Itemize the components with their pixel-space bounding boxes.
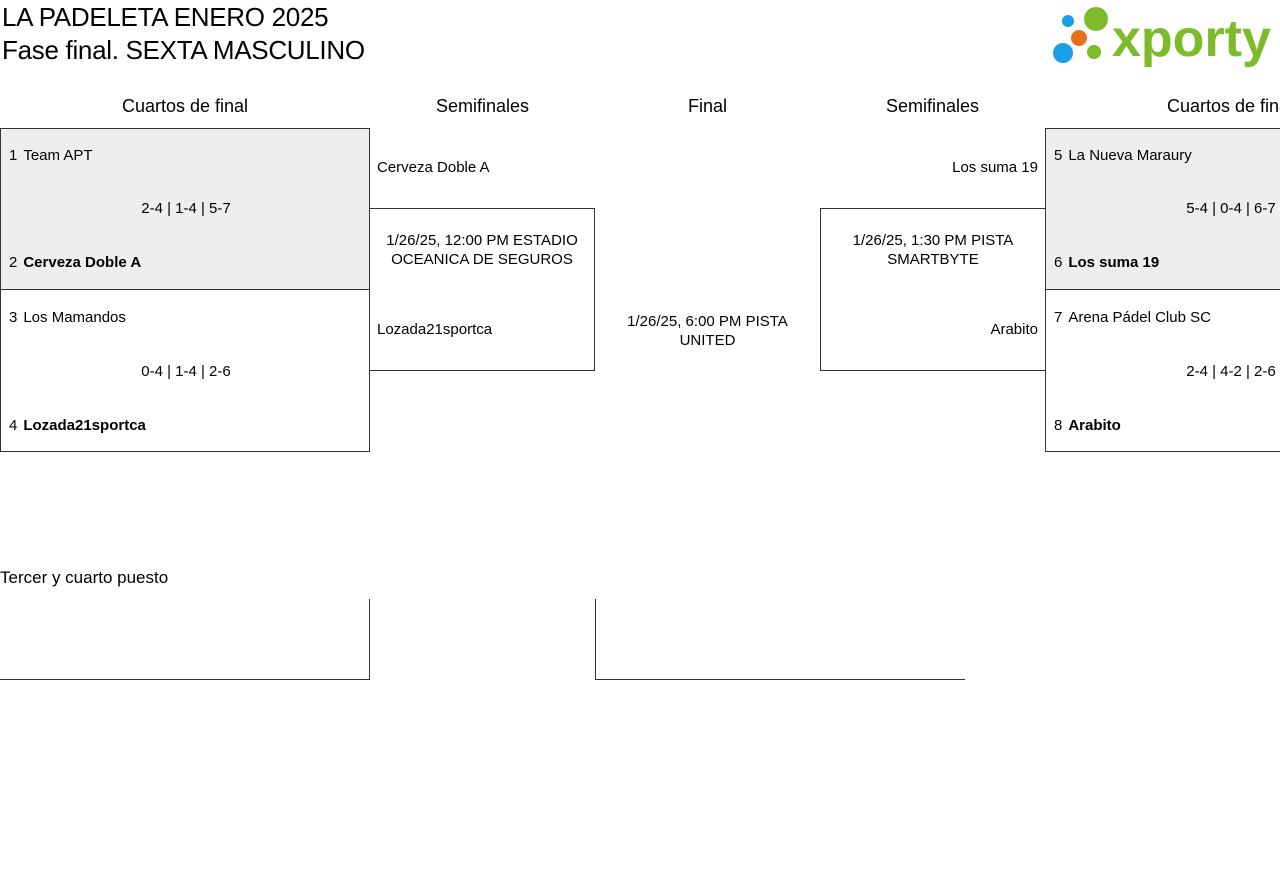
right-qf-match-1[interactable]: 5 La Nueva Maraury 5-4 | 0-4 | 6-7 6 Los s…	[1045, 128, 1280, 290]
col-header-left-qf: Cuartos de final	[121, 96, 249, 116]
col-header-right-sf: Semifinales	[885, 96, 980, 116]
team-seed: 2	[9, 254, 18, 271]
left-sf-team-bottom: Lozada21sportca	[377, 321, 493, 338]
match-score: 5-4 | 0-4 | 6-7	[1186, 200, 1276, 217]
col-header-left-sf: Semifinales	[435, 96, 530, 116]
left-qf-match-2[interactable]: 3 Los Mamandos 0-4 | 1-4 | 2-6 4 Lozada21s…	[0, 289, 370, 452]
team-name: Los Mamandos	[23, 309, 126, 326]
qf-team-line: 5 La Nueva Maraury	[1054, 147, 1192, 164]
team-name-winner: Los suma 19	[1068, 254, 1160, 271]
team-name-winner: Cerveza Doble A	[23, 254, 142, 271]
right-sf-team-bottom: Arabito	[990, 321, 1038, 338]
right-sf-team-top: Los suma 19	[952, 159, 1038, 176]
third-place-bracket-line	[369, 599, 370, 680]
match-score: 2-4 | 4-2 | 2-6	[1186, 363, 1276, 380]
match-score: 0-4 | 1-4 | 2-6	[141, 363, 231, 380]
team-name: Arena Pádel Club SC	[1068, 309, 1211, 326]
qf-team-line: 3 Los Mamandos	[9, 309, 126, 326]
team-seed: 3	[9, 309, 18, 326]
team-name: Team APT	[23, 147, 93, 164]
xporty-logo: xporty	[1050, 2, 1280, 68]
team-seed: 8	[1054, 417, 1063, 434]
left-sf-match[interactable]: 1/26/25, 12:00 PM ESTADIO OCEANICA DE SE…	[369, 208, 595, 371]
xporty-logo-icon: xporty	[1053, 7, 1271, 68]
right-qf-match-2[interactable]: 7 Arena Pádel Club SC 2-4 | 4-2 | 2-6 8 Ar…	[1045, 289, 1280, 452]
col-header-right-qf: Cuartos de final	[1166, 96, 1280, 116]
right-qf-clip: 5 La Nueva Maraury 5-4 | 0-4 | 6-7 6 Los s…	[1045, 128, 1280, 452]
left-sf-team-top: Cerveza Doble A	[377, 159, 490, 176]
team-seed: 1	[9, 147, 18, 164]
tournament-title: LA PADELETA ENERO 2025	[2, 2, 329, 32]
match-schedule: 1/26/25, 1:30 PM PISTA SMARTBYTE	[852, 232, 1014, 268]
team-seed: 7	[1054, 309, 1063, 326]
team-name-winner: Arabito	[1068, 417, 1121, 434]
third-place-bracket-line	[595, 679, 965, 680]
third-place-bracket-line	[595, 599, 596, 680]
team-name-winner: Lozada21sportca	[23, 417, 146, 434]
team-seed: 4	[9, 417, 18, 434]
qf-team-line: 1 Team APT	[9, 147, 93, 164]
qf-team-line: 4 Lozada21sportca	[9, 417, 146, 434]
final-schedule: 1/26/25, 6:00 PM PISTA UNITED	[627, 313, 788, 349]
third-place-title: Tercer y cuarto puesto	[0, 568, 169, 587]
match-schedule: 1/26/25, 12:00 PM ESTADIO OCEANICA DE SE…	[386, 232, 578, 268]
right-sf-match[interactable]: 1/26/25, 1:30 PM PISTA SMARTBYTE Arabito	[820, 208, 1046, 371]
team-name: La Nueva Maraury	[1068, 147, 1192, 164]
left-qf-match-1[interactable]: 1 Team APT 2-4 | 1-4 | 5-7 2 Cerveza Doble…	[0, 128, 370, 290]
team-seed: 6	[1054, 254, 1063, 271]
match-score: 2-4 | 1-4 | 5-7	[141, 200, 231, 217]
third-place-bracket-line	[0, 679, 370, 680]
col-header-final: Final	[687, 96, 727, 116]
team-seed: 5	[1054, 147, 1063, 164]
qf-team-line: 2 Cerveza Doble A	[9, 254, 141, 271]
qf-team-line: 8 Arabito	[1054, 417, 1121, 434]
qf-team-line: 7 Arena Pádel Club SC	[1054, 309, 1211, 326]
logo-wordmark: xporty	[1112, 10, 1271, 68]
qf-team-line: 6 Los suma 19	[1054, 254, 1159, 271]
phase-title: Fase final. SEXTA MASCULINO	[2, 35, 365, 65]
